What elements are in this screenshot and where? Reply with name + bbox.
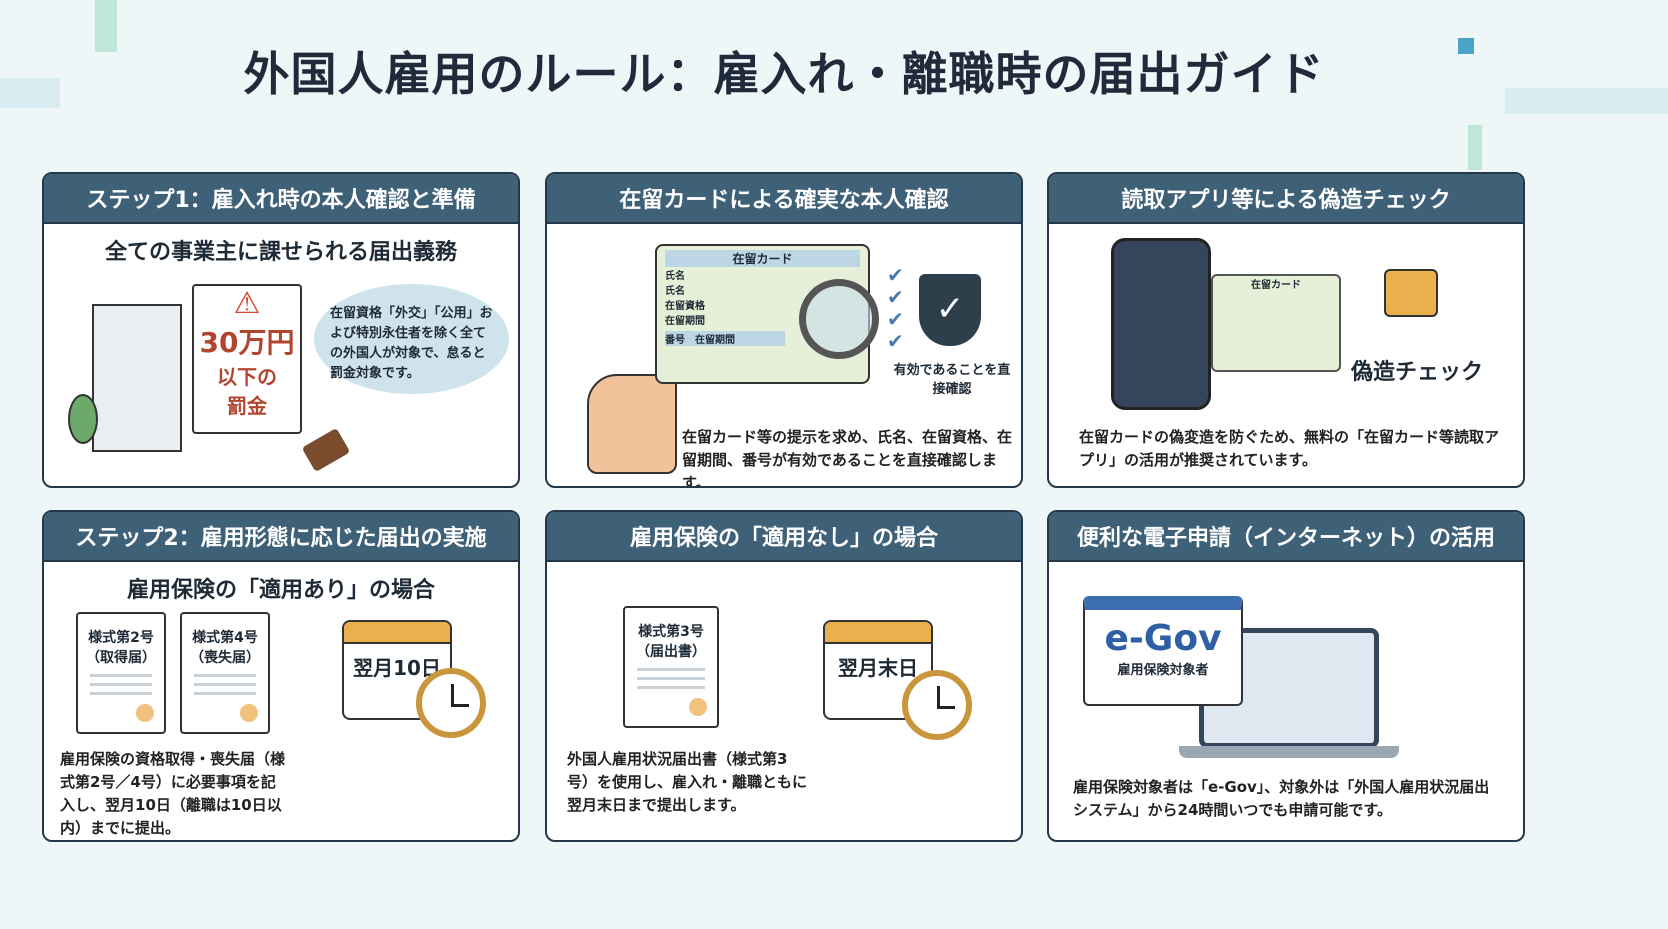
decoration	[1505, 88, 1668, 114]
panel-header: ステップ1：雇入れ時の本人確認と準備	[44, 174, 518, 224]
e-gov-logo: e-Gov	[1104, 618, 1222, 659]
lock-icon	[1384, 269, 1438, 317]
panel-header: 雇用保険の「適用なし」の場合	[547, 512, 1021, 562]
card-title: 在留カード	[665, 250, 860, 267]
panel-text: 在留カード等の提示を求め、氏名、在留資格、在留期間、番号が有効であることを直接確…	[682, 428, 1013, 488]
panel-header: 在留カードによる確実な本人確認	[547, 174, 1021, 224]
card-title: 在留カード	[1251, 280, 1301, 291]
deadline: 翌月末日	[838, 656, 918, 680]
e-gov-window: e-Gov 雇用保険対象者	[1083, 596, 1243, 706]
decoration	[0, 78, 60, 108]
doc-label: 様式第3号	[638, 624, 704, 640]
card-field: 氏名	[665, 271, 685, 282]
check-label: 有効であることを直接確認	[893, 363, 1011, 397]
deadline: 翌月10日	[353, 656, 441, 680]
card-field: 在留期間	[665, 316, 705, 327]
shield-check-icon: ✓	[919, 274, 981, 346]
card-field: 氏名	[665, 286, 685, 297]
info-bubble: 在留資格「外交」「公用」および特別永住者を除く全ての外国人が対象で、怠ると罰金対…	[314, 284, 509, 394]
panel-header: 読取アプリ等による偽造チェック	[1049, 174, 1523, 224]
panel-e-application: 便利な電子申請（インターネット）の活用 e-Gov 雇用保険対象者 雇用保険対象…	[1047, 510, 1525, 842]
laptop-base	[1179, 746, 1399, 758]
magnifier-icon	[799, 279, 879, 359]
residence-card: 在留カード	[1211, 274, 1341, 372]
smartphone-icon	[1111, 238, 1211, 410]
form-4-document: 様式第4号 （喪失届）	[180, 612, 270, 734]
fine-text: 以下の	[217, 365, 277, 389]
panel-no-insurance: 雇用保険の「適用なし」の場合 様式第3号 （届出書） 翌月末日 外国人雇用状況届出…	[545, 510, 1023, 842]
panel-subtitle: 雇用保険の「適用あり」の場合	[126, 578, 435, 603]
fine-text: 罰金	[227, 394, 267, 418]
panel-text: 雇用保険対象者は「e-Gov」、対象外は「外国人雇用状況届出システム」から24時…	[1073, 778, 1490, 819]
doc-label: 様式第2号	[88, 630, 154, 646]
panel-step1: ステップ1：雇入れ時の本人確認と準備 全ての事業主に課せられる届出義務 ⚠ 30…	[42, 172, 520, 488]
hand-icon	[587, 374, 677, 474]
form-3-document: 様式第3号 （届出書）	[623, 606, 719, 728]
panel-text: 外国人雇用状況届出書（様式第3号）を使用し、雇入れ・離職ともに翌月末日まで提出し…	[567, 750, 808, 814]
forgery-label: 偽造チェック	[1351, 360, 1484, 385]
panel-header: 便利な電子申請（インターネット）の活用	[1049, 512, 1523, 562]
tree-icon	[68, 394, 98, 444]
card-field: 在留資格	[665, 301, 705, 312]
doc-label: 様式第4号	[192, 630, 258, 646]
card-field: 在留期間	[695, 335, 735, 346]
page-title: 外国人雇用のルール：雇入れ・離職時の届出ガイド	[243, 47, 1325, 101]
decoration	[1458, 38, 1474, 54]
gavel-icon	[301, 427, 351, 473]
clock-icon	[416, 668, 486, 738]
form-2-document: 様式第2号 （取得届）	[76, 612, 166, 734]
panel-text: 雇用保険の資格取得・喪失届（様式第2号／4号）に必要事項を記入し、翌月10日（離…	[60, 750, 286, 837]
fine-document: ⚠ 30万円 以下の 罰金	[192, 284, 302, 434]
checkmarks-icon: ✔✔✔✔	[887, 263, 904, 353]
doc-label: （喪失届）	[190, 650, 260, 666]
panel-text: 在留カードの偽変造を防ぐため、無料の「在留カード等読取アプリ」の活用が推奨されて…	[1079, 428, 1500, 469]
decoration	[1468, 125, 1482, 170]
decoration	[95, 0, 117, 52]
e-gov-subtitle: 雇用保険対象者	[1117, 663, 1209, 678]
fine-amount: 30万円	[199, 326, 295, 359]
warning-icon: ⚠	[233, 286, 261, 321]
doc-label: （取得届）	[86, 650, 156, 666]
calendar-icon: 翌月10日	[342, 620, 452, 720]
panel-forgery-check: 読取アプリ等による偽造チェック 在留カード 偽造チェック 在留カードの偽変造を防…	[1047, 172, 1525, 488]
card-field: 番号	[665, 335, 685, 346]
clock-icon	[902, 670, 972, 740]
panel-header: ステップ2：雇用形態に応じた届出の実施	[44, 512, 518, 562]
building-icon	[92, 304, 182, 452]
panel-step2: ステップ2：雇用形態に応じた届出の実施 雇用保険の「適用あり」の場合 様式第2号…	[42, 510, 520, 842]
panel-subtitle: 全ての事業主に課せられる届出義務	[104, 240, 457, 265]
panel-residence-card: 在留カードによる確実な本人確認 在留カード 氏名 氏名 在留資格 在留期間 番号…	[545, 172, 1023, 488]
doc-label: （届出書）	[636, 644, 706, 660]
